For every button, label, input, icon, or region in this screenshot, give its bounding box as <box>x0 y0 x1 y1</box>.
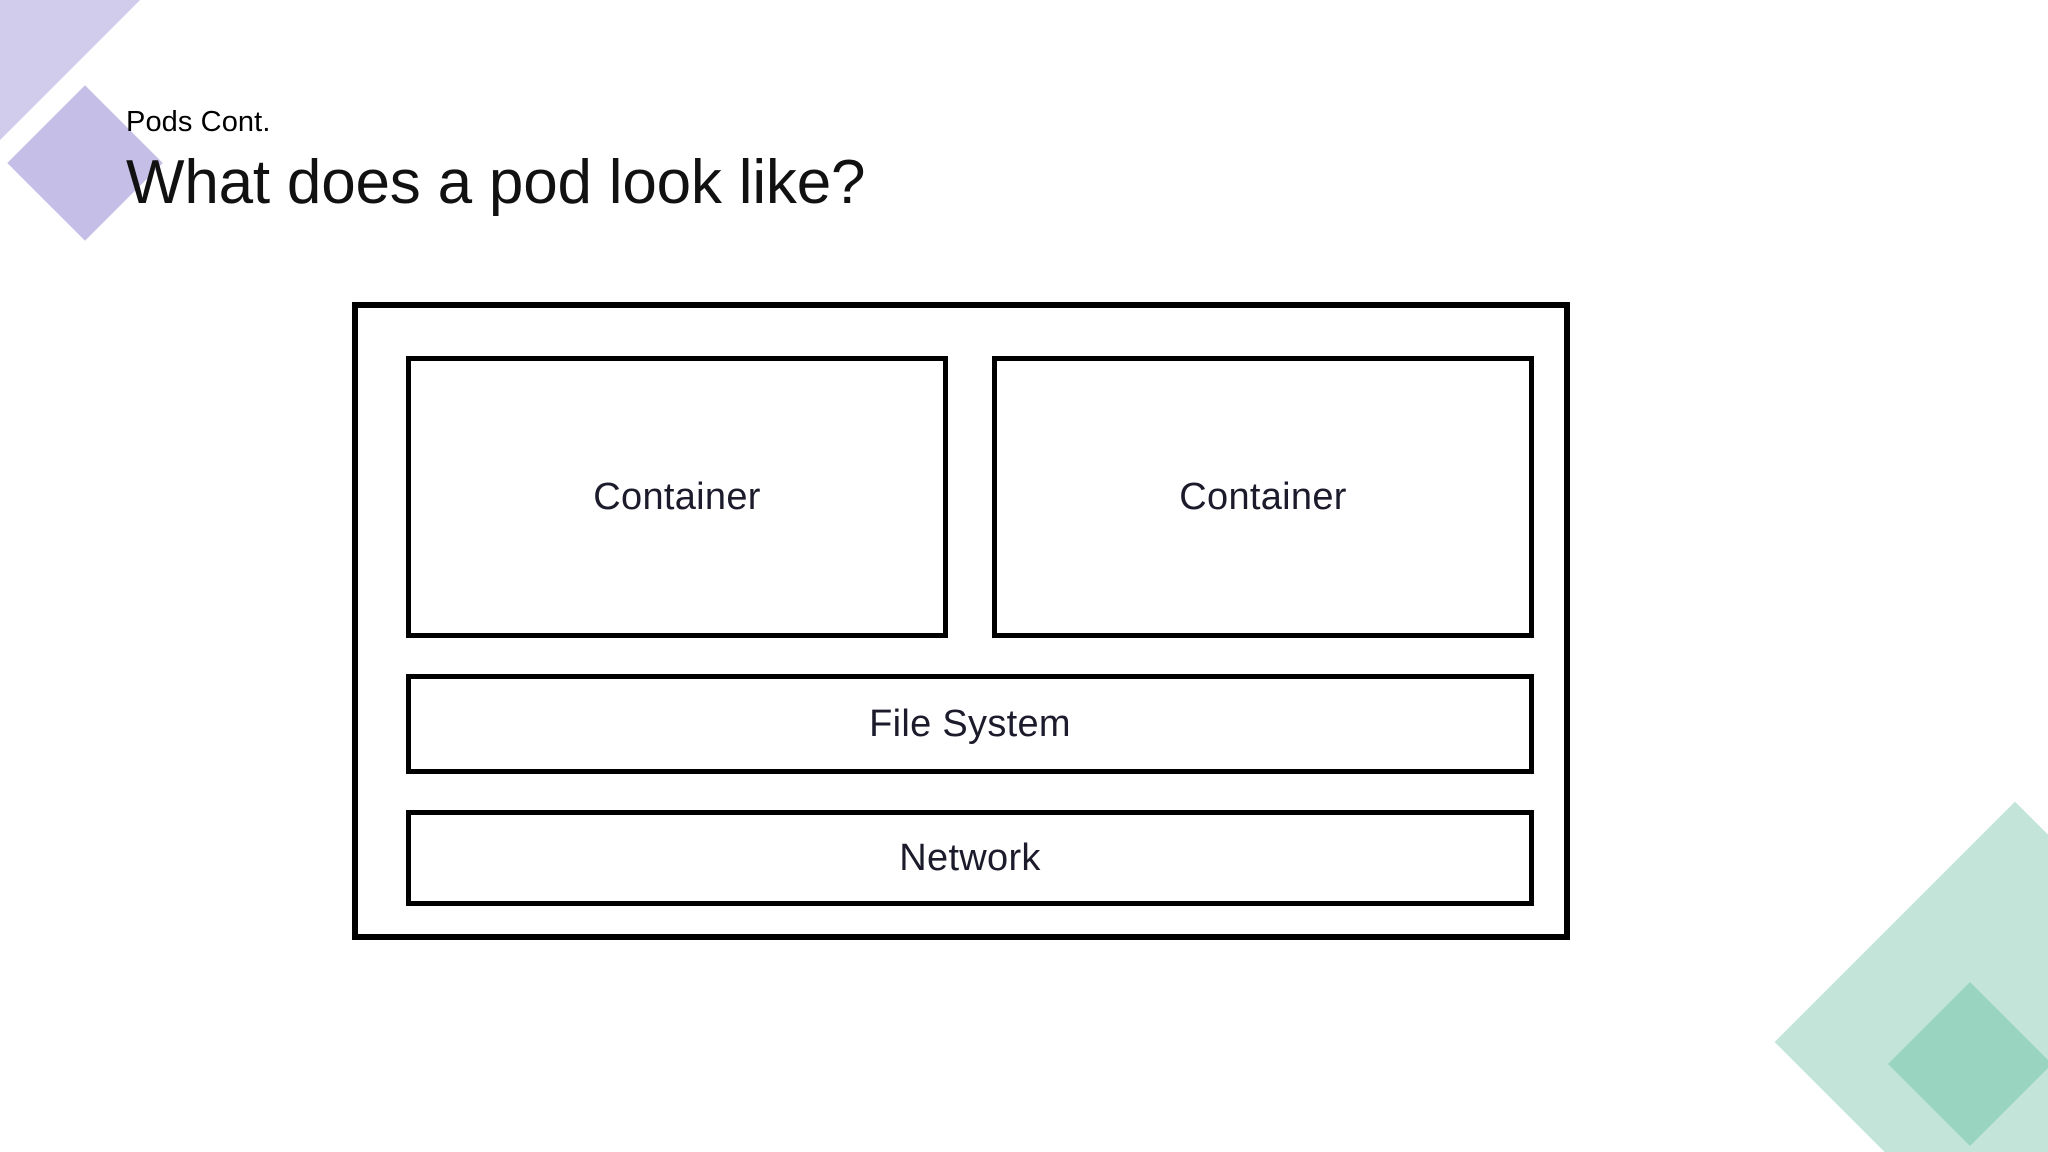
slide-heading-block: Pods Cont. What does a pod look like? <box>126 104 1326 222</box>
pod-outer-box: Container Container File System Network <box>352 302 1570 940</box>
diagram-box-network: Network <box>406 810 1534 906</box>
page-title: What does a pod look like? <box>126 148 866 217</box>
green-diamond-large-icon <box>1774 801 2048 1152</box>
diagram-box-label: Network <box>899 837 1041 879</box>
diagram-box-label: File System <box>869 703 1071 745</box>
pod-inner-area: Container Container File System Network <box>358 308 1564 934</box>
slide-eyebrow: Pods Cont. <box>126 106 271 138</box>
diagram-box-container-a: Container <box>406 356 948 638</box>
green-diamond-small-icon <box>1887 981 2048 1147</box>
diagram-box-file-system: File System <box>406 674 1534 774</box>
diagram-box-label: Container <box>1179 476 1347 518</box>
diagram-box-label: Container <box>593 476 761 518</box>
diagram-box-container-b: Container <box>992 356 1534 638</box>
